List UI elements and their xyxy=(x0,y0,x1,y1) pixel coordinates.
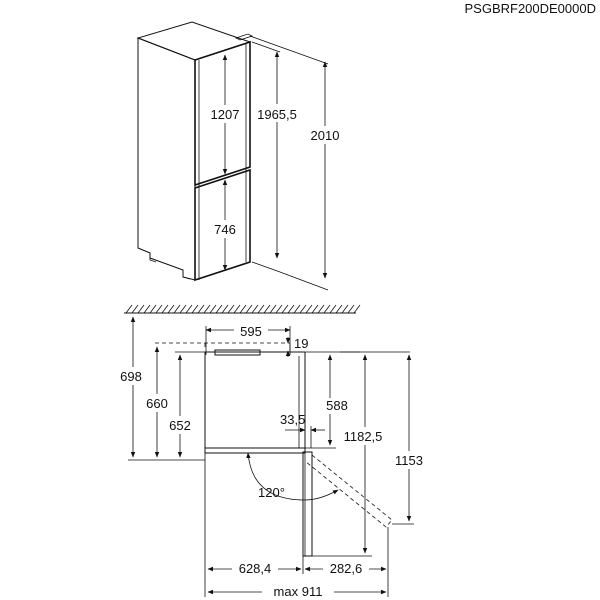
rear-condenser xyxy=(214,349,261,356)
door-closed xyxy=(204,447,306,454)
wall-hatch-stroke xyxy=(329,304,337,314)
top-view: 595 19 698 660 652 588 xyxy=(114,304,428,600)
cabinet-top xyxy=(136,21,252,61)
wall-hatch-stroke xyxy=(131,304,139,314)
wall-hatch-stroke xyxy=(341,304,349,314)
wall-hatch-stroke xyxy=(161,304,169,314)
wall-hatch-stroke xyxy=(251,304,259,314)
wall-hatch-stroke xyxy=(287,304,295,314)
cabinet-feet xyxy=(149,253,191,280)
dim-label-595: 595 xyxy=(240,324,262,339)
door-edge xyxy=(198,44,247,280)
wall-hatch-stroke xyxy=(167,304,175,314)
freezer-door xyxy=(194,168,251,282)
wall-hatch-stroke xyxy=(317,304,325,314)
wall-hatch-stroke xyxy=(185,304,193,314)
dim-label-660: 660 xyxy=(146,396,168,411)
wall-hatch-stroke xyxy=(281,304,289,314)
door-open-120 xyxy=(304,454,393,528)
wall-hatch-stroke xyxy=(305,304,313,314)
wall-hatch-stroke xyxy=(203,304,211,314)
wall-hatch-stroke xyxy=(257,304,265,314)
angle-label: 120° xyxy=(258,485,285,500)
wall-hatch-stroke xyxy=(233,304,241,314)
wall-hatch-stroke xyxy=(137,304,145,314)
wall-hatch-stroke xyxy=(143,304,151,314)
wall-hatch-stroke xyxy=(197,304,205,314)
cabinet-side xyxy=(137,37,196,281)
wall-hatch-stroke xyxy=(293,304,301,314)
dim-label-33-5: 33,5 xyxy=(280,412,305,427)
wall-hatch-stroke xyxy=(215,304,223,314)
wall-hatch-stroke xyxy=(335,304,343,314)
wall-hatch-stroke xyxy=(347,304,355,314)
dim-label-1182: 1182,5 xyxy=(344,429,383,444)
wall-hatch-stroke xyxy=(299,304,307,314)
door-open-90 xyxy=(302,451,313,557)
wall-hatch-stroke xyxy=(269,304,277,314)
wall-hatch-stroke xyxy=(155,304,163,314)
wall-hatch-stroke xyxy=(221,304,229,314)
dim-label-746: 746 xyxy=(214,222,236,237)
dim-label-698: 698 xyxy=(120,369,142,384)
dim-label-1153: 1153 xyxy=(395,453,423,468)
dim-label-1207: 1207 xyxy=(211,107,240,122)
wall-hatch-stroke xyxy=(245,304,253,314)
wall-hatch-stroke xyxy=(125,304,133,314)
dim-label-652: 652 xyxy=(169,418,191,433)
wall-hatch-stroke xyxy=(275,304,283,314)
dim-label-1965: 1965,5 xyxy=(257,107,297,122)
dim-label-911: max 911 xyxy=(274,584,323,599)
dim-label-2010: 2010 xyxy=(311,128,340,143)
cabinet-body xyxy=(204,351,306,449)
wall-hatch xyxy=(125,304,361,314)
wall-hatch-stroke xyxy=(323,304,331,314)
wall-hatch-stroke xyxy=(239,304,247,314)
dim-label-588: 588 xyxy=(326,398,348,413)
wall-hatch-stroke xyxy=(209,304,217,314)
wall-hatch-stroke xyxy=(179,304,187,314)
document-code: PSGBRF200DE0000D xyxy=(464,1,596,16)
wall-hatch-stroke xyxy=(149,304,157,314)
wall-hatch-stroke xyxy=(191,304,199,314)
dim-label-19: 19 xyxy=(294,336,308,351)
wall-hatch-stroke xyxy=(311,304,319,314)
wall-hatch-stroke xyxy=(227,304,235,314)
fridge-door xyxy=(194,40,251,187)
wall-hatch-stroke xyxy=(263,304,271,314)
wall-hatch-stroke xyxy=(353,304,361,314)
wall-hatch-stroke xyxy=(173,304,181,314)
front-view: 1207 746 1965,5 2010 xyxy=(136,21,344,291)
top-hinge xyxy=(234,33,254,41)
dim-label-628: 628,4 xyxy=(239,561,272,576)
angle-arc xyxy=(246,452,339,501)
dim-label-282: 282,6 xyxy=(330,561,363,576)
